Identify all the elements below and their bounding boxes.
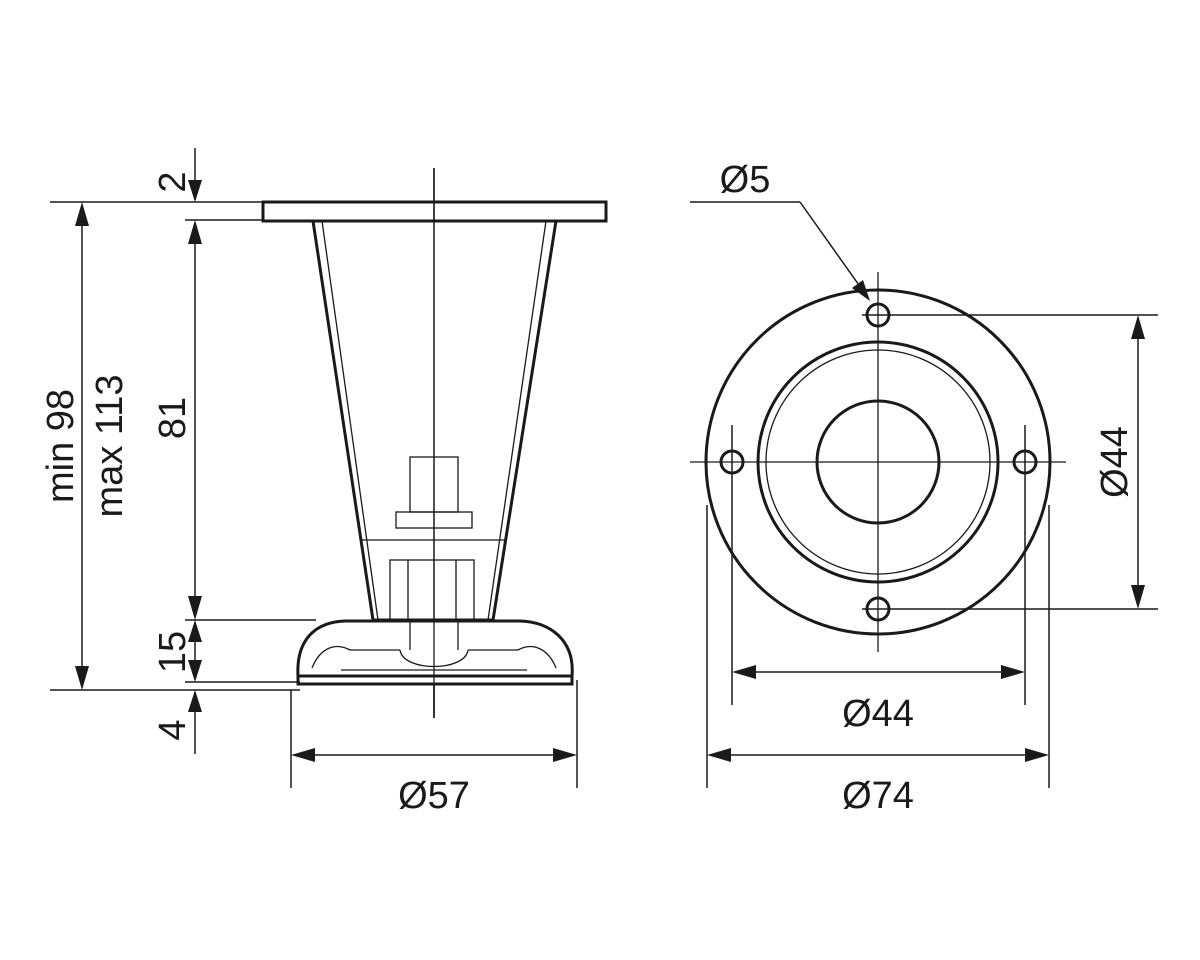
dim-foot-height-label: 15 — [152, 631, 194, 673]
dim-total-min-label: min 98 — [40, 389, 82, 503]
side-extension-lines — [50, 201, 578, 788]
top-centerlines — [690, 272, 1066, 652]
adjustable-foot — [296, 619, 574, 718]
top-extension-lines — [706, 314, 1158, 788]
top-dimension-lines — [690, 201, 1145, 762]
top-view: Ø5 Ø44 Ø44 Ø74 — [690, 159, 1158, 817]
dim-total-max-label: max 113 — [89, 375, 131, 518]
dim-foot-diameter-label: Ø57 — [398, 775, 470, 817]
side-dimension-lines — [75, 148, 577, 762]
dim-top-thickness-label: 2 — [152, 171, 194, 192]
dim-adjust-label: 4 — [152, 719, 194, 740]
dim-plate-diameter-label: Ø74 — [842, 775, 914, 817]
dim-body-height-label: 81 — [152, 397, 194, 439]
dim-hole-spacing-vertical-label: Ø44 — [1094, 426, 1136, 498]
dim-hole-spacing-horizontal-label: Ø44 — [842, 693, 914, 735]
dim-hole-diameter-label: Ø5 — [720, 159, 771, 201]
side-view: 2 min 98 max 113 81 15 4 Ø57 — [40, 148, 608, 817]
